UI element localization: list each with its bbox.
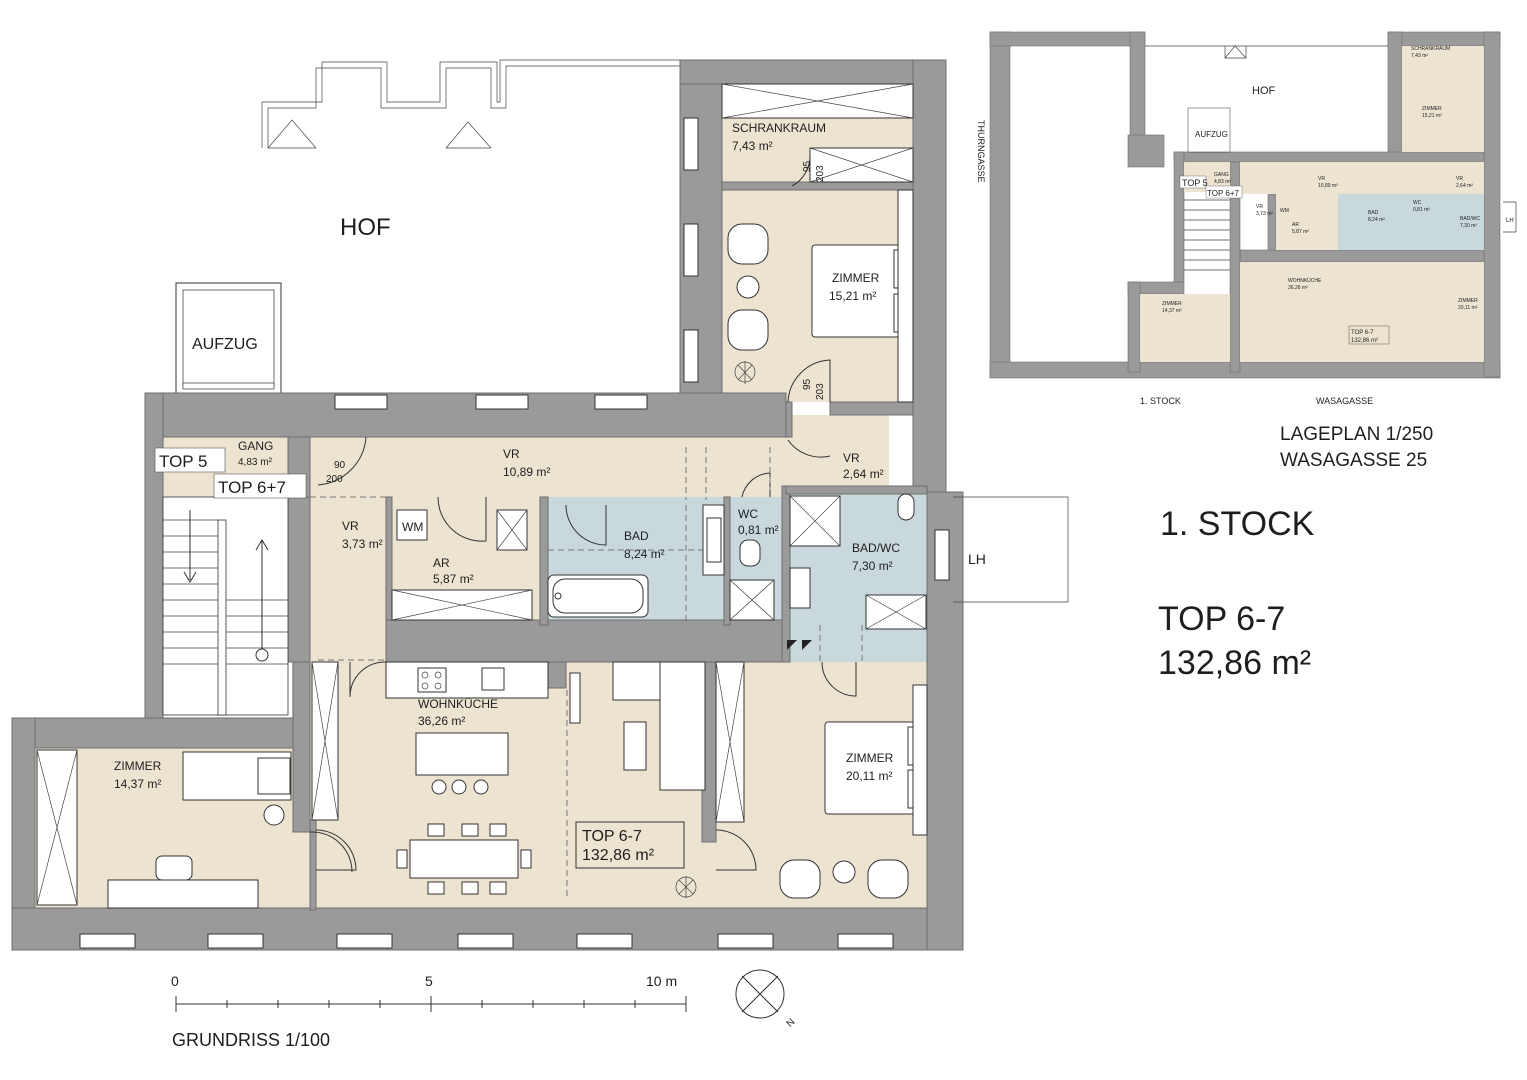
unit-box-name: TOP 6-7 bbox=[582, 828, 642, 845]
scale-5: 5 bbox=[425, 973, 433, 989]
room-wc-name: WC bbox=[738, 507, 758, 521]
unit-box-area: 132,86 m² bbox=[582, 847, 655, 864]
door-mark-3-h: 200 bbox=[326, 474, 343, 485]
site-caption-address: WASAGASSE 25 bbox=[1280, 450, 1428, 471]
hof-label: HOF bbox=[340, 214, 391, 241]
door-mark-1-w: 95 bbox=[802, 160, 813, 172]
info-floor: 1. STOCK bbox=[1160, 505, 1315, 543]
windows bbox=[79, 117, 950, 949]
room-zimmer3-name: ZIMMER bbox=[846, 751, 894, 765]
bad-furniture bbox=[547, 504, 725, 618]
room-bad-name: BAD bbox=[624, 529, 649, 543]
zimmer2-furniture bbox=[36, 749, 353, 909]
wm-label: WM bbox=[402, 520, 423, 534]
plan-labels: HOF AUFZUG LH SCHRANKRAUM 7,43 m² ZIMMER… bbox=[114, 121, 986, 791]
badwc-furniture bbox=[787, 493, 927, 650]
lh-label: LH bbox=[968, 551, 986, 567]
room-bad-area: 8,24 m² bbox=[624, 547, 665, 561]
room-wc-area: 0,81 m² bbox=[738, 523, 779, 537]
north-arrow: N bbox=[735, 969, 798, 1030]
north-label: N bbox=[785, 1017, 798, 1030]
room-vr2-name: VR bbox=[843, 451, 860, 465]
lh-outline bbox=[953, 496, 1069, 603]
aufzug-label: AUFZUG bbox=[192, 336, 258, 353]
room-zimmer1-area: 15,21 m² bbox=[829, 289, 876, 303]
room-vr3-area: 3,73 m² bbox=[342, 537, 383, 551]
room-schrankraum-area: 7,43 m² bbox=[732, 139, 773, 153]
scale-0: 0 bbox=[171, 973, 179, 989]
plan-caption: GRUNDRISS 1/100 bbox=[172, 1030, 331, 1050]
room-badwc-name: BAD/WC bbox=[852, 541, 900, 555]
unit-tags: TOP 5 TOP 6+7 bbox=[154, 447, 307, 499]
elevator-shaft bbox=[175, 282, 282, 394]
wohnkueche-furniture bbox=[311, 661, 745, 898]
door-mark-1-h: 203 bbox=[815, 165, 826, 182]
scale-bar: 0 5 10 m bbox=[171, 973, 687, 1012]
staircase bbox=[162, 496, 289, 716]
site-caption-scale: LAGEPLAN 1/250 bbox=[1280, 424, 1434, 445]
courtyard-outline bbox=[261, 59, 680, 149]
door-mark-2-h: 203 bbox=[815, 383, 826, 400]
zimmer1-furniture bbox=[727, 153, 914, 403]
scale-10: 10 m bbox=[646, 973, 677, 989]
room-zimmer2-area: 14,37 m² bbox=[114, 777, 161, 791]
room-vr2-area: 2,64 m² bbox=[843, 467, 884, 481]
top67-tag: TOP 6+7 bbox=[218, 478, 286, 497]
door-mark-2-w: 95 bbox=[802, 378, 813, 390]
dashed-markers bbox=[310, 447, 863, 900]
top5-tag: TOP 5 bbox=[159, 452, 208, 471]
room-gang-name: GANG bbox=[238, 439, 273, 453]
room-wohnkueche-area: 36,26 m² bbox=[418, 714, 465, 728]
wc-furniture bbox=[729, 539, 775, 621]
room-badwc-area: 7,30 m² bbox=[852, 559, 893, 573]
room-zimmer2-name: ZIMMER bbox=[114, 759, 162, 773]
schrankraum-furniture bbox=[721, 83, 914, 183]
room-ar-area: 5,87 m² bbox=[433, 572, 474, 586]
room-gang-area: 4,83 m² bbox=[238, 457, 273, 468]
door-mark-3-w: 90 bbox=[334, 460, 346, 471]
room-zimmer3-area: 20,11 m² bbox=[846, 769, 892, 783]
room-ar-name: AR bbox=[433, 556, 450, 570]
unit-area-box: TOP 6-7 132,86 m² bbox=[575, 821, 685, 869]
room-vr1-name: VR bbox=[503, 447, 520, 461]
info-unit: TOP 6-7 bbox=[1158, 600, 1286, 638]
room-schrankraum-name: SCHRANKRAUM bbox=[732, 121, 826, 135]
room-vr1-area: 10,89 m² bbox=[503, 465, 550, 479]
info-area: 132,86 m² bbox=[1158, 644, 1312, 682]
zimmer3-furniture bbox=[779, 684, 928, 899]
ar-furniture bbox=[391, 509, 533, 621]
door-arcs bbox=[315, 436, 857, 871]
room-zimmer1-name: ZIMMER bbox=[832, 271, 880, 285]
room-vr3-name: VR bbox=[342, 519, 359, 533]
room-wohnkueche-name: WOHNKÜCHE bbox=[418, 697, 498, 711]
